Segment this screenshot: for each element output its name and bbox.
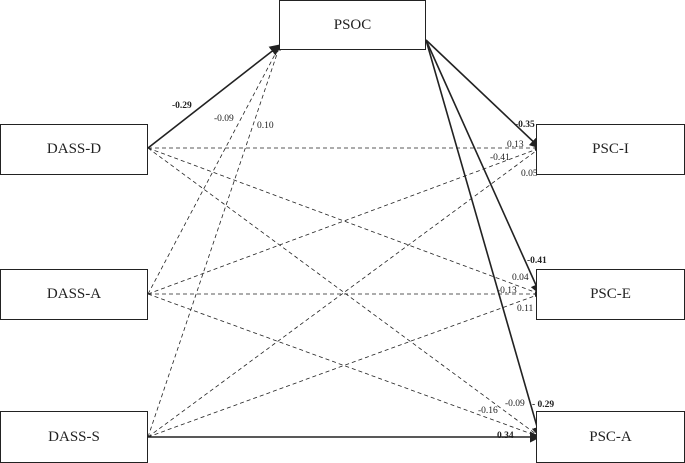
coef-label-dass-a-to-psc-e: -0.13 xyxy=(497,286,517,296)
node-psoc-label: PSOC xyxy=(333,16,372,33)
path-dass-a-to-psoc xyxy=(147,44,281,295)
coef-label-dass-d-to-psc-i: 0.13 xyxy=(507,140,524,150)
node-psc-e-label: PSC-E xyxy=(590,286,631,302)
node-psc-i: PSC-I xyxy=(536,124,685,175)
path-dass-d-to-psoc xyxy=(147,44,281,149)
node-dass-a: DASS-A xyxy=(0,269,148,320)
coef-label-psoc-to-psc-e: -0.41 xyxy=(527,256,547,266)
node-dass-d-label: DASS-D xyxy=(46,141,102,157)
coef-label-dass-d-to-psc-a: -0.16 xyxy=(478,406,498,416)
node-dass-s: DASS-S xyxy=(0,411,148,463)
coef-label-psoc-to-psc-a: - 0.29 xyxy=(532,400,554,410)
node-psoc: PSOC xyxy=(279,0,426,50)
path-dass-s-to-psoc xyxy=(147,44,282,438)
coef-label-dass-a-to-psoc: -0.09 xyxy=(214,114,234,124)
coef-label-dass-s-to-psc-a: 0.34 xyxy=(497,431,514,441)
coef-label-dass-s-to-psc-e: 0.11 xyxy=(517,304,534,314)
node-psc-e: PSC-E xyxy=(536,269,685,320)
coef-label-psoc-to-psc-i: -0.35 xyxy=(515,120,535,130)
coef-label-dass-s-to-psc-i: 0.05 xyxy=(521,169,538,179)
path-psoc-to-psc-e xyxy=(425,39,541,296)
node-dass-s-label: DASS-S xyxy=(48,428,100,445)
path-psoc-to-psc-i xyxy=(425,39,541,149)
node-psc-a-label: PSC-A xyxy=(589,428,632,445)
node-psc-a: PSC-A xyxy=(536,411,685,463)
node-psc-i-label: PSC-I xyxy=(592,141,629,157)
coef-label-dass-d-to-psoc: -0.29 xyxy=(172,101,192,111)
node-dass-d: DASS-D xyxy=(0,124,148,175)
coef-label-dass-a-to-psc-i: -0.41 xyxy=(490,153,510,163)
coef-label-dass-a-to-psc-a: -0.09 xyxy=(505,399,525,409)
node-dass-a-label: DASS-A xyxy=(46,286,102,302)
coef-label-dass-s-to-psoc: 0.10 xyxy=(257,121,274,131)
path-psoc-to-psc-a xyxy=(425,39,543,439)
coef-label-dass-d-to-psc-e: 0.04 xyxy=(512,273,529,283)
